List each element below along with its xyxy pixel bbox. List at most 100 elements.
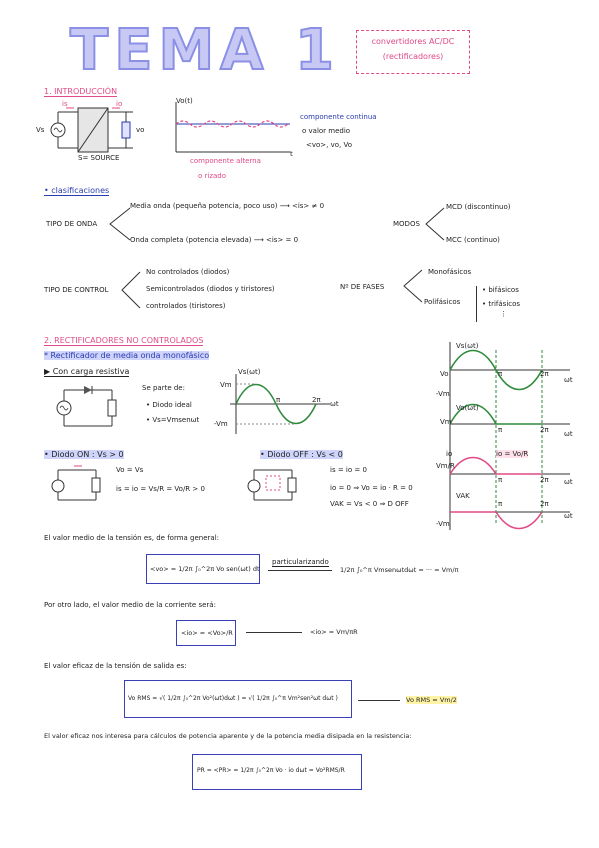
right-plot-2-vm: Vm [440,418,452,426]
phases-divider [476,286,477,322]
formula-3-result-text: Vo RMS = Vm/2 [406,696,457,704]
modes-mcd: MCD (discontinuo) [446,203,511,211]
formula-1: <vo> = 1/2π ∫₀^2π Vo sen(ωt) dt [150,565,260,573]
wave-type-half: Media onda (pequeña potencia, poco uso) … [130,202,325,210]
formula-2: <io> = <Vo>/R [181,629,233,637]
right-plot-1-vo: Vo [440,370,449,378]
section2-part-2: • Vs=Vmsenωt [146,416,200,424]
right-plot-1-2pi: 2π [540,370,549,378]
section2-part-1: • Diodo ideal [146,401,192,409]
right-plot-3-eq: io = Vo/R [496,450,529,458]
control-type-label: TIPO DE CONTROL [44,286,109,294]
diode-on-circuit [51,465,101,501]
right-plot-4-mvm: -Vm [436,520,450,528]
right-plot-4-x: ωt [564,512,573,520]
control-item-2: Semicontrolados (diodos y tiristores) [146,285,275,293]
source-sine-mvm: -Vm [214,420,228,428]
right-plot-3-vm: Vm/R [436,462,455,470]
formula-4-box: PR = <PR> = 1/2π ∫₀^2π Vo · io dωt = Vo²… [192,754,362,790]
phases-bi: • bifásicos [482,286,519,294]
right-plot-4-2pi: 2π [540,500,549,508]
source-sine-x: ωt [330,400,339,408]
right-plot-1-mvm: -Vm [436,390,450,398]
wave-type-brace [109,207,131,241]
subtitle-line-1: convertidores AC/DC [371,37,455,46]
diode-off-eq-2: io = 0 ⇒ Vo = io · R = 0 [330,484,413,492]
diode-off-title: • Diodo OFF : Vs < 0 [260,450,343,459]
right-plot-3-x: ωt [564,478,573,486]
modes-mcc: MCC (continuo) [446,236,500,244]
right-plot-3-ylabel: io [446,450,453,458]
phases-label: Nº DE FASES [340,283,385,291]
dc-component-label-2: o valor medio [302,127,351,135]
ac-component-label-2: o rizado [198,172,227,180]
resistive-load-heading: ▶ Con carga resistiva [44,367,130,377]
diode-on-eq-1: Vo = Vs [116,466,144,474]
subtitle-box: convertidores AC/DC (rectificadores) [356,30,470,74]
phases-poli: Polifásicos [424,298,461,306]
wave-type-full: Onda completa (potencia elevada) ⟶ <is> … [130,236,299,244]
diode-on-title-text: • Diodo ON : Vs > 0 [44,450,124,459]
right-plot-2-pi: π [498,426,503,434]
right-plot-1-x: ωt [564,376,573,384]
formula-text-1: El valor medio de la tensión es, de form… [44,534,220,542]
control-item-1: No controlados (diodos) [146,268,230,276]
formula-1-arrow [268,570,332,571]
source-sine-plot [230,374,330,434]
right-plot-4-ylabel: VAK [456,492,470,500]
wave-type-label: TIPO DE ONDA [46,220,98,228]
phases-brace [403,269,423,303]
dc-component-label-3: <vo>, vo, Vo [306,141,353,149]
formula-1-box: <vo> = 1/2π ∫₀^2π Vo sen(ωt) dt [146,554,260,584]
ac-component-label: componente alterna [190,157,261,165]
intro-vs-label: Vs [36,126,45,134]
diode-on-title: • Diodo ON : Vs > 0 [44,450,124,459]
right-plot-2-2pi: 2π [540,426,549,434]
dc-component-label: componente continua [300,113,377,121]
formula-3: Vo RMS = √( 1/2π ∫₀^2π Vo²(ωt)dωt ) = √(… [128,695,338,702]
intro-heading: 1. INTRODUCCIÓN [44,87,118,97]
section2-subheading-text: * Rectificador de media onda monofásico [44,351,210,360]
intro-caption: S= SOURCE [78,154,120,162]
right-plot-3-pi: π [498,476,503,484]
right-plot-2-x: ωt [564,430,573,438]
formula-3-result: Vo RMS = Vm/2 [406,696,457,704]
subtitle-line-2: (rectificadores) [382,52,444,61]
source-sine-vm: Vm [220,381,232,389]
right-plot-3-2pi: 2π [540,476,549,484]
formula-4: PR = <PR> = 1/2π ∫₀^2π Vo · io dωt = Vo²… [197,767,345,774]
source-sine-pi: π [276,396,281,404]
right-plot-4-pi: π [498,500,503,508]
control-brace [121,271,141,309]
page-title: TEMA 1 [69,17,340,84]
diode-off-eq-3: VAK = Vs < 0 ⇒ D OFF [330,500,409,508]
right-plot-2-ylabel: Vo(ωt) [456,404,479,412]
modes-label: MODOS [393,220,420,228]
diode-on-eq-2: is = io = Vs/R = Vo/R > 0 [116,485,205,493]
intro-plot [175,102,290,153]
formula-3-box: Vo RMS = √( 1/2π ∫₀^2π Vo²(ωt)dωt ) = √(… [124,680,352,718]
formula-3-arrow [358,700,400,701]
phases-tri: • trifásicos [482,300,521,308]
intro-vo-label: vo [136,126,145,134]
source-sine-ylabel: Vs(ωt) [238,368,261,376]
section2-parts-label: Se parte de: [142,384,185,392]
intro-circuit [50,107,133,153]
formula-2-result: <io> = Vm/πR [310,628,358,636]
diode-off-title-text: • Diodo OFF : Vs < 0 [260,450,343,459]
phases-dots: ⋮ [500,310,507,318]
source-sine-2pi: 2π [312,396,321,404]
section2-heading: 2. RECTIFICADORES NO CONTROLADOS [44,336,204,346]
formula-text-3: El valor eficaz de la tensión de salida … [44,662,187,670]
intro-is-label: is [62,100,68,108]
right-plots [449,342,570,530]
diode-off-eq-1: is = io = 0 [330,466,367,474]
diode-off-circuit [247,469,297,501]
formula-1-arrow-label: particularizando [272,558,329,567]
formula-1-result: 1/2π ∫₀^π Vmsenωtdωt = ··· = Vm/π [340,566,459,574]
half-wave-circuit [56,386,117,427]
intro-plot-ylabel: Vo(t) [176,97,193,105]
formula-2-box: <io> = <Vo>/R [176,620,236,646]
intro-io-label: io [116,100,123,108]
intro-plot-xlabel: t [290,150,293,158]
